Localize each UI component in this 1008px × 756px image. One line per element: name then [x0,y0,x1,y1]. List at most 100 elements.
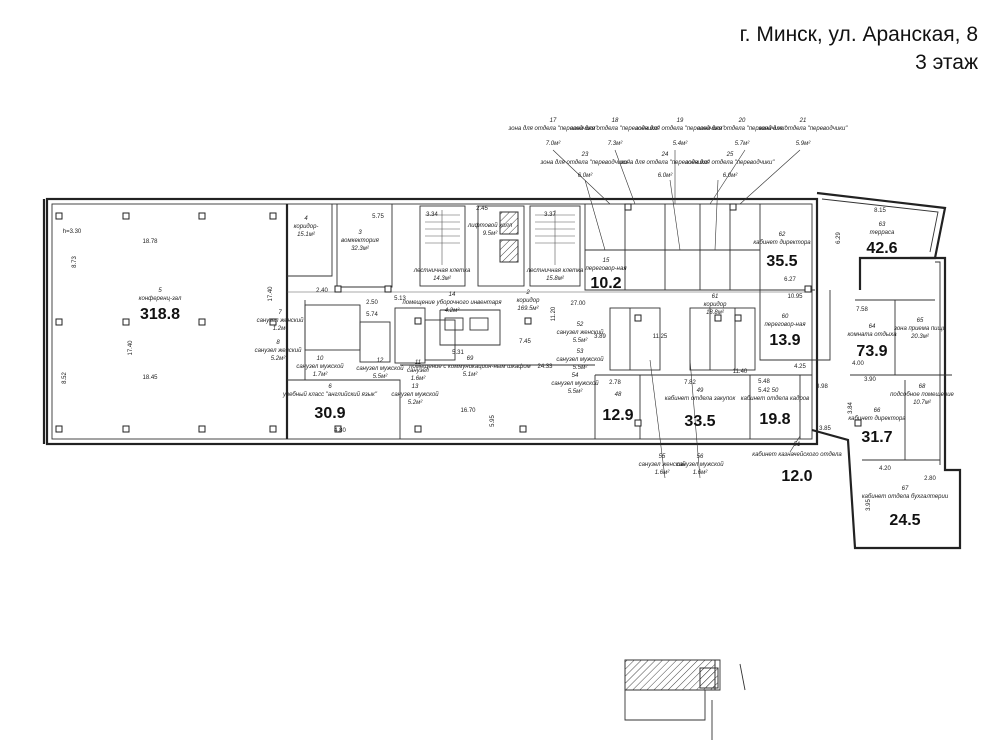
room-53-area: 5.5м² [573,365,588,371]
room-54-area: 5.5м² [568,389,583,395]
room-60-name: переговор-ная [764,322,806,328]
room-52-name: санузел женский [557,329,604,336]
room-2-area: 169.5м² [517,306,539,312]
zone-24-name: зона для отдела "переводчики" [620,160,711,166]
room-15-name: переговор-ная [585,266,627,272]
room-48-num: 48 [615,392,622,398]
zone-19-area: 5.4м² [673,141,688,147]
room-52-num: 52 [577,322,584,328]
room-53-name: санузел мужской [556,356,604,363]
zone-labels-top: 17 зона для отдела "переводчики" 7.0м² 1… [508,118,849,179]
lift-hall-area: 9.5м² [483,231,498,237]
room-56-area: 1.6м² [693,470,708,476]
zone-24-area: 6.0м² [658,173,673,179]
room-65-num: 65 [917,318,924,324]
room-3-name: вомкектория [341,238,379,244]
room-54-num: 54 [572,373,579,379]
dim-1878: 18.78 [142,239,158,245]
interior-walls [285,204,831,439]
room-4-area: 15.1м² [297,232,316,238]
room-13-area: 5.2м² [408,400,423,406]
dim-873: 8.73 [72,256,78,268]
room-60-area: 13.9 [769,332,800,349]
dim-1095: 10.95 [787,294,803,300]
zone-19-num: 19 [677,118,684,124]
room-12-area: 5.5м² [373,374,388,380]
right-wing-inner [935,261,941,465]
room-14-num: 14 [449,292,456,298]
zone-25-area: 6.0м² [723,173,738,179]
room-54-name: санузел мужской [551,380,599,387]
dim-385: 3.85 [819,426,831,432]
room-14-name: помещение уборочного инвентаря [402,300,502,306]
dim-513: 5.13 [394,296,406,302]
room-66-num: 66 [874,408,881,414]
room-49-name: кабинет отдела закупок [665,396,737,402]
room-68-num: 68 [919,384,926,390]
room-68-area: 10.7м² [913,400,932,406]
room-51-num: 51 [794,442,801,448]
room-61-name: коридор [704,302,727,308]
room-4-name: коридор- [294,224,319,230]
dim-1845: 18.45 [142,375,158,381]
zone-21-area: 5.9м² [796,141,811,147]
room-64-area: 73.9 [856,343,887,360]
zone-23-name: зона для отдела "переводчики" [540,160,631,166]
stair-left-area: 14.3м² [433,276,452,282]
room-10-num: 10 [317,356,324,362]
zone-17-name: зона для отдела "переводчики" [508,126,599,132]
room-52-area: 5.5м² [573,338,588,344]
room-69-name: помещение с коммуникацион-ным шкафом [409,364,531,370]
dim-542: 5.42 [758,388,770,394]
room-7-area: 1.2м² [273,326,288,332]
room-12-name: санузел мужской [356,365,404,372]
dim-627: 6.27 [784,277,796,283]
room-55-area: 1.6м² [655,470,670,476]
zone-25-name: зона для отдела "переводчики" [685,160,776,166]
dim-1140: 11.40 [733,369,748,375]
dim-595: 5.95 [490,415,496,427]
room-51-name: кабинет казначейского отдела [752,451,842,458]
room-50-num: 50 [772,388,779,394]
room-5-num: 5 [158,288,162,294]
dim-1670: 16.70 [460,408,476,414]
key-plan [624,659,746,740]
dim-289: 2.78 [609,380,621,386]
room-49-num: 49 [697,388,704,394]
room-7-name: санузел женский [257,317,304,324]
room-67-name: кабинет отдела бухгалтерии [862,494,949,500]
dim-852: 8.52 [62,372,68,384]
room-2-num: 2 [525,290,530,296]
room-2-name: коридор [517,298,540,304]
dim-420: 4.20 [879,466,891,472]
room-10-name: санузел мужской [296,363,344,370]
room-55-name: санузел женский [639,461,686,468]
dim-548: 5.48 [758,379,770,385]
stair-left-name: лестничная клетка [413,268,471,274]
zone-17-num: 17 [550,118,557,124]
room-11-area: 1.6м² [411,376,426,382]
room-13-num: 13 [412,384,419,390]
room-11-num: 11 [415,360,421,366]
room-6-name: учебный класс "английский язык" [282,391,378,398]
address-text: г. Минск, ул. Аранская, 8 [739,23,978,46]
room-8-name: санузел женский [255,347,302,354]
room-68-name: подсобное помещение [890,392,954,398]
zone-17-area: 7.0м² [546,141,561,147]
dim-1125: 11.25 [653,334,668,340]
stair-right-area: 15.8м² [546,276,565,282]
dim-758: 7.58 [856,307,868,313]
dim-1740a: 17.40 [268,286,274,302]
zone-23-num: 23 [581,152,589,158]
room-67-num: 67 [902,486,909,492]
room-63-num: 63 [879,222,886,228]
dim-2700: 27.00 [570,301,586,307]
room-66-area: 31.7 [861,429,892,446]
dim-574: 5.74 [366,312,378,318]
dim-389: 3.89 [594,334,606,340]
dim-245: 2.45 [476,206,488,212]
dim-575: 5.75 [372,214,384,220]
main-outline [45,197,819,446]
room-10-area: 1.7м² [313,372,328,378]
